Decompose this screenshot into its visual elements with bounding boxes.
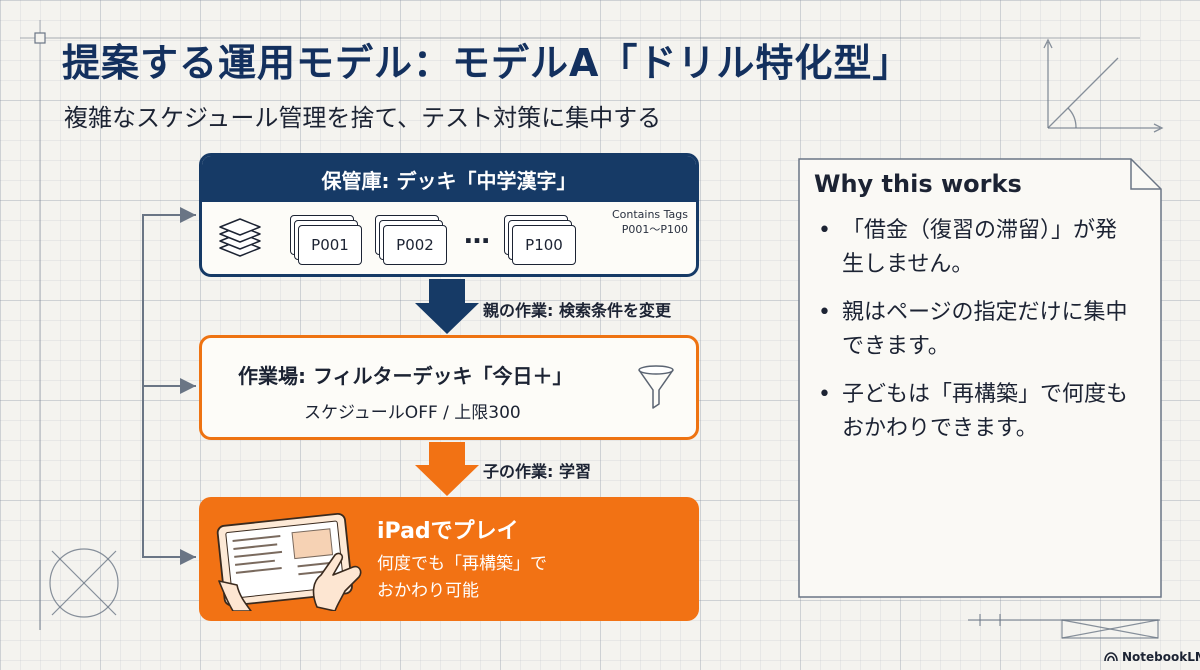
note-item-text: 親はページの指定だけに集中できます。: [842, 300, 1128, 359]
loop-connector-line: [142, 214, 196, 558]
note-item-text: 子どもは「再構築」で何度もおかわりできます。: [842, 382, 1129, 441]
card-label: P001: [298, 225, 362, 265]
storage-deck-box: 保管庫: デッキ「中学漢字」 P001 P002 … P100 Contains…: [199, 153, 699, 277]
child-task-label: 子の作業: 学習: [483, 462, 591, 481]
stack-icon: [219, 218, 261, 257]
ipad-play-description: 何度でも「再構築」で おかわり可能: [377, 554, 547, 601]
note-item: •親はページの指定だけに集中できます。: [818, 300, 1128, 359]
page-title: 提案する運用モデル：モデルA「ドリル特化型」: [62, 41, 912, 85]
note-list: •「借金（復習の滞留）」が発生しません。 •親はページの指定だけに集中できます。…: [814, 214, 1134, 460]
card-label: P002: [383, 225, 447, 265]
ipad-play-title: iPadでプレイ: [377, 519, 519, 544]
tags-note-line2: P001～P100: [621, 223, 688, 236]
branding-text: NotebookLM: [1122, 650, 1200, 664]
card-label: P100: [512, 225, 576, 265]
cards-ellipsis: …: [464, 220, 492, 250]
geometry-sketch-decoration: [1043, 38, 1164, 133]
circle-sketch-decoration: [39, 548, 119, 630]
storage-header: 保管庫: デッキ「中学漢字」: [202, 156, 696, 202]
note-item: •子どもは「再構築」で何度もおかわりできます。: [818, 382, 1129, 441]
note-heading: Why this works: [814, 170, 1022, 198]
why-this-works-card: Why this works •「借金（復習の滞留）」が発生しません。 •親はペ…: [798, 158, 1162, 598]
filter-deck-settings: スケジュールOFF / 上限300: [304, 403, 521, 423]
notebooklm-branding: NotebookLM: [1104, 650, 1200, 664]
tablet-icon: [216, 512, 362, 611]
note-card-background: [798, 158, 1162, 598]
note-item: •「借金（復習の滞留）」が発生しません。: [818, 218, 1118, 277]
notebooklm-logo-icon: [1104, 652, 1118, 662]
note-item-text: 「借金（復習の滞留）」が発生しません。: [842, 218, 1118, 277]
funnel-icon: [638, 365, 674, 409]
tags-note: Contains Tags P001～P100: [612, 207, 688, 237]
page-subtitle: 複雑なスケジュール管理を捨て、テスト対策に集中する: [64, 104, 662, 132]
ruler-sketch-decoration: [968, 614, 1160, 639]
card-stack-p002: P002: [375, 215, 451, 267]
filter-deck-title: 作業場: フィルターデッキ「今日＋」: [238, 364, 573, 388]
ipad-play-box: iPadでプレイ 何度でも「再構築」で おかわり可能: [199, 497, 699, 621]
flow-arrow-down-orange: [415, 442, 479, 496]
filter-deck-box: 作業場: フィルターデッキ「今日＋」 スケジュールOFF / 上限300: [199, 335, 699, 440]
flow-arrow-down-navy: [415, 279, 479, 334]
tags-note-line1: Contains Tags: [611, 208, 688, 221]
parent-task-label: 親の作業: 検索条件を変更: [483, 301, 671, 320]
card-stack-p100: P100: [504, 215, 580, 267]
card-stack-p001: P001: [290, 215, 366, 267]
